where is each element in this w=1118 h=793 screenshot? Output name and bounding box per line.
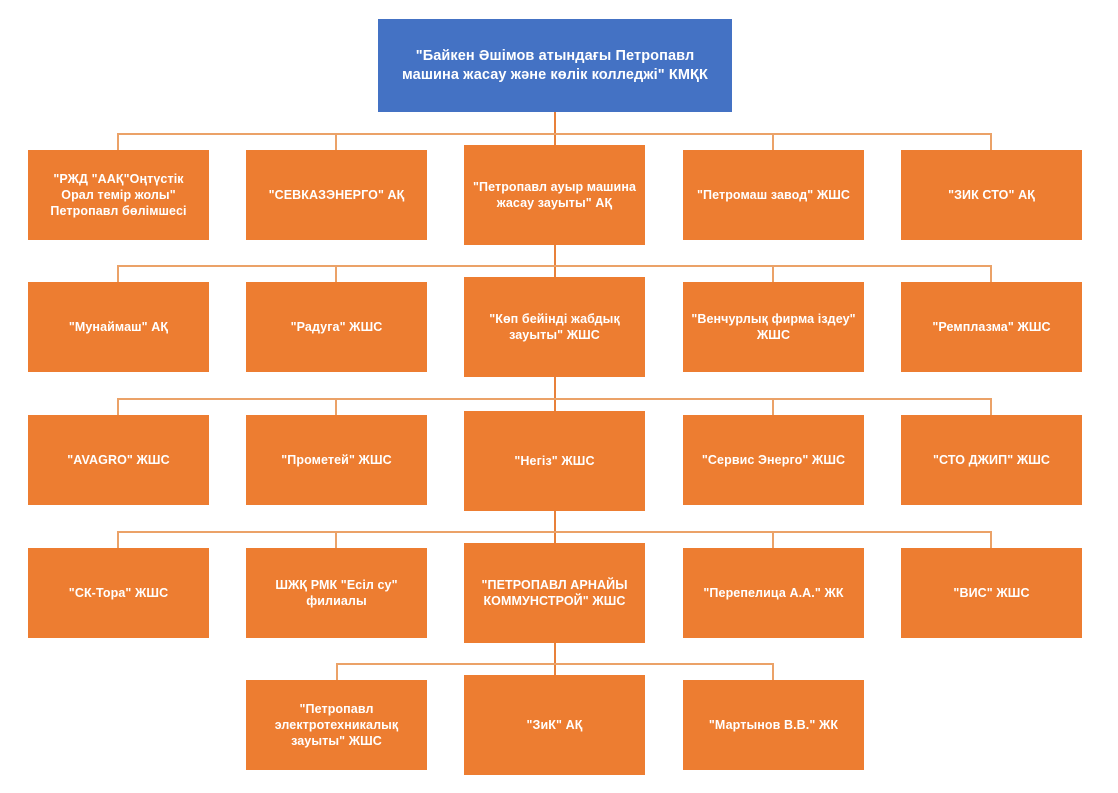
org-node-label: "РЖД "ААҚ"Оңтүстік Орал темір жолы" Петр… xyxy=(50,172,187,218)
org-node-r2-c4[interactable]: "Венчурлық фирма іздеу" ЖШС xyxy=(683,282,864,372)
org-node-r2-c1[interactable]: "Мунаймаш" АҚ xyxy=(28,282,209,372)
org-node-label: "Сервис Энерго" ЖШС xyxy=(701,453,846,467)
connector-drop-r1-c4 xyxy=(772,133,774,150)
org-node-label: "Перепелица А.А." ЖК xyxy=(703,586,844,600)
org-node-r2-c2[interactable]: "Радуга" ЖШС xyxy=(246,282,427,372)
connector-drop-r4-c1 xyxy=(117,531,119,548)
org-node-r2-c5[interactable]: "Ремплазма" ЖШС xyxy=(901,282,1082,372)
org-node-label: "ПЕТРОПАВЛ АРНАЙЫ КОММУНСТРОЙ" ЖШС xyxy=(481,578,628,608)
org-node-label: "Мунаймаш" АҚ xyxy=(68,320,169,334)
org-node-label: "Петромаш завод" ЖШС xyxy=(696,188,851,202)
connector-trunk-row-2 xyxy=(554,245,556,283)
org-node-root-label: "Байкен Әшімов атындағы Петропавл машина… xyxy=(402,47,708,83)
org-node-r4-c5[interactable]: "ВИС" ЖШС xyxy=(901,548,1082,638)
connector-drop-r4-c2 xyxy=(335,531,337,548)
org-node-label: "ЗИК СТО" АҚ xyxy=(948,188,1035,202)
org-node-r1-c1[interactable]: "РЖД "ААҚ"Оңтүстік Орал темір жолы" Петр… xyxy=(28,150,209,240)
connector-drop-r3-c1 xyxy=(117,398,119,415)
org-node-r1-c3[interactable]: "Петропавл ауыр машина жасау зауыты" АҚ xyxy=(464,145,645,245)
org-node-label: "СТО ДЖИП" ЖШС xyxy=(932,453,1051,467)
org-node-label: "Прометей" ЖШС xyxy=(281,453,392,467)
org-node-label: "Радуга" ЖШС xyxy=(290,320,383,334)
connector-bus-row-4 xyxy=(117,531,992,533)
org-node-r3-c3[interactable]: "Негіз" ЖШС xyxy=(464,411,645,511)
connector-drop-r2-c1 xyxy=(117,265,119,282)
org-node-label: "СК-Тора" ЖШС xyxy=(68,586,169,600)
connector-drop-r1-c1 xyxy=(117,133,119,150)
org-node-r1-c5[interactable]: "ЗИК СТО" АҚ xyxy=(901,150,1082,240)
connector-bus-row-3 xyxy=(117,398,992,400)
org-node-r4-c1[interactable]: "СК-Тора" ЖШС xyxy=(28,548,209,638)
org-node-label: "ВИС" ЖШС xyxy=(953,586,1030,600)
org-node-r1-c2[interactable]: "СЕВКАЗЭНЕРГО" АҚ xyxy=(246,150,427,240)
connector-drop-r2-c2 xyxy=(335,265,337,282)
connector-drop-r2-c5 xyxy=(990,265,992,282)
org-node-r3-c5[interactable]: "СТО ДЖИП" ЖШС xyxy=(901,415,1082,505)
org-node-label: "AVAGRO" ЖШС xyxy=(67,453,170,467)
org-node-r4-c2[interactable]: ШЖҚ РМК "Есіл су" филиалы xyxy=(246,548,427,638)
connector-drop-r5-c3 xyxy=(772,663,774,680)
org-node-label: "Көп бейінді жабдық зауыты" ЖШС xyxy=(489,312,620,342)
org-node-label: "Ремплазма" ЖШС xyxy=(932,320,1051,334)
org-node-root[interactable]: "Байкен Әшімов атындағы Петропавл машина… xyxy=(378,19,732,112)
org-node-r1-c4[interactable]: "Петромаш завод" ЖШС xyxy=(683,150,864,240)
org-node-label: "Мартынов В.В." ЖК xyxy=(708,718,839,732)
org-node-label: "ЗиК" АҚ xyxy=(526,718,583,732)
connector-drop-r3-c4 xyxy=(772,398,774,415)
org-node-r5-c2[interactable]: "ЗиК" АҚ xyxy=(464,675,645,775)
org-node-r3-c4[interactable]: "Сервис Энерго" ЖШС xyxy=(683,415,864,505)
connector-bus-row-1 xyxy=(117,133,992,135)
org-node-label: "Негіз" ЖШС xyxy=(514,454,595,468)
connector-trunk-row-3 xyxy=(554,377,556,415)
org-node-r3-c2[interactable]: "Прометей" ЖШС xyxy=(246,415,427,505)
org-node-label: "Петропавл ауыр машина жасау зауыты" АҚ xyxy=(472,180,637,210)
connector-drop-r3-c2 xyxy=(335,398,337,415)
org-node-label: ШЖҚ РМК "Есіл су" филиалы xyxy=(275,578,398,608)
org-node-r3-c1[interactable]: "AVAGRO" ЖШС xyxy=(28,415,209,505)
connector-bus-row-5 xyxy=(336,663,774,665)
connector-drop-r4-c4 xyxy=(772,531,774,548)
org-node-r5-c3[interactable]: "Мартынов В.В." ЖК xyxy=(683,680,864,770)
org-node-r5-c1[interactable]: "Петропавл электротехникалық зауыты" ЖШС xyxy=(246,680,427,770)
connector-drop-r3-c5 xyxy=(990,398,992,415)
connector-drop-r4-c5 xyxy=(990,531,992,548)
org-node-label: "СЕВКАЗЭНЕРГО" АҚ xyxy=(268,188,405,202)
connector-trunk-row-4 xyxy=(554,511,556,549)
connector-bus-row-2 xyxy=(117,265,992,267)
org-node-label: "Венчурлық фирма іздеу" ЖШС xyxy=(691,312,856,342)
org-node-r2-c3[interactable]: "Көп бейінді жабдық зауыты" ЖШС xyxy=(464,277,645,377)
connector-drop-r5-c1 xyxy=(336,663,338,680)
connector-drop-r2-c4 xyxy=(772,265,774,282)
connector-drop-r1-c2 xyxy=(335,133,337,150)
connector-trunk-row-5 xyxy=(554,643,556,681)
org-node-r4-c3[interactable]: "ПЕТРОПАВЛ АРНАЙЫ КОММУНСТРОЙ" ЖШС xyxy=(464,543,645,643)
connector-trunk-root xyxy=(554,112,556,150)
connector-drop-r1-c5 xyxy=(990,133,992,150)
org-node-r4-c4[interactable]: "Перепелица А.А." ЖК xyxy=(683,548,864,638)
org-node-label: "Петропавл электротехникалық зауыты" ЖШС xyxy=(274,702,399,748)
